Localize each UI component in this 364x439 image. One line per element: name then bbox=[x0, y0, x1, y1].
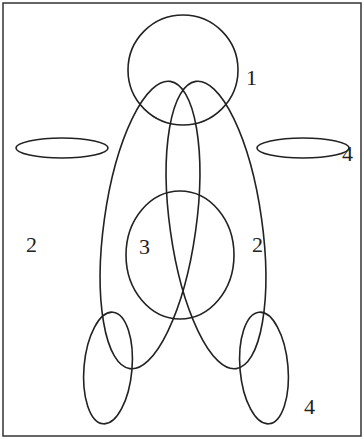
circle-part: 3 bbox=[125, 190, 235, 320]
callout-number: 2 bbox=[26, 234, 37, 256]
part-number: 3 bbox=[139, 236, 150, 258]
callout-number: 4 bbox=[304, 396, 315, 418]
callout-number: 1 bbox=[246, 67, 257, 89]
callout-number: 2 bbox=[252, 234, 263, 256]
callout-number: 4 bbox=[342, 143, 353, 165]
